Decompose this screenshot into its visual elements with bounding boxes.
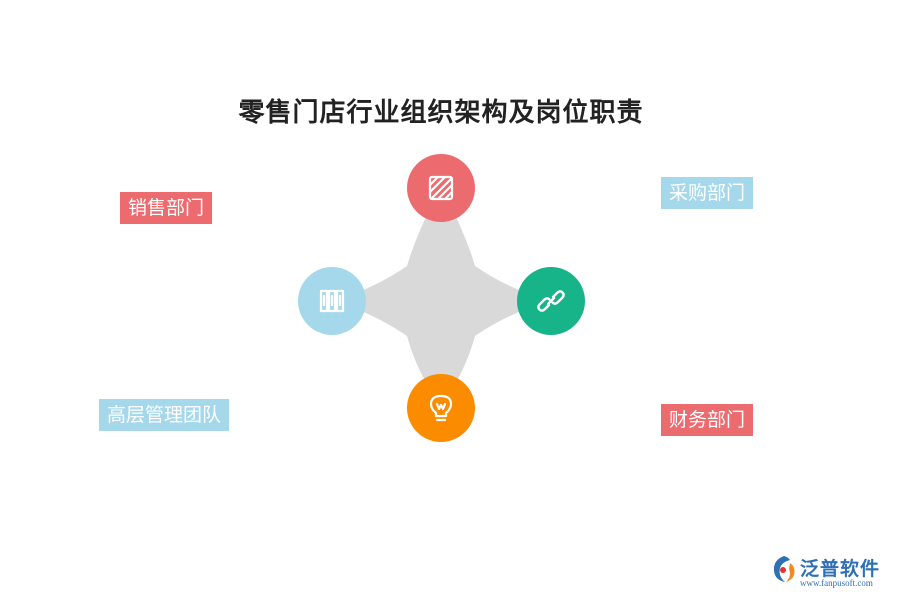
- logo-url: www.fanpusoft.com: [800, 578, 873, 588]
- lightbulb-icon: [429, 394, 453, 422]
- purchasing-department-label: 采购部门: [661, 177, 754, 209]
- right-node: [517, 267, 585, 335]
- link-icon: [537, 290, 565, 312]
- top-node: [407, 154, 475, 222]
- left-node: [298, 267, 366, 335]
- logo-name: 泛普软件: [800, 558, 881, 580]
- page-title: 零售门店行业组织架构及岗位职责: [238, 98, 644, 128]
- binders-icon: [319, 289, 345, 313]
- bottom-node: [407, 374, 475, 442]
- sales-department-label: 销售部门: [120, 192, 213, 224]
- fanpu-logo-mark-icon: [773, 556, 795, 582]
- senior-management-label: 高层管理团队: [99, 399, 230, 431]
- finance-department-label: 财务部门: [661, 404, 754, 436]
- fanpu-logo: 泛普软件 www.fanpusoft.com: [770, 552, 890, 596]
- striped-square-icon: [428, 175, 454, 201]
